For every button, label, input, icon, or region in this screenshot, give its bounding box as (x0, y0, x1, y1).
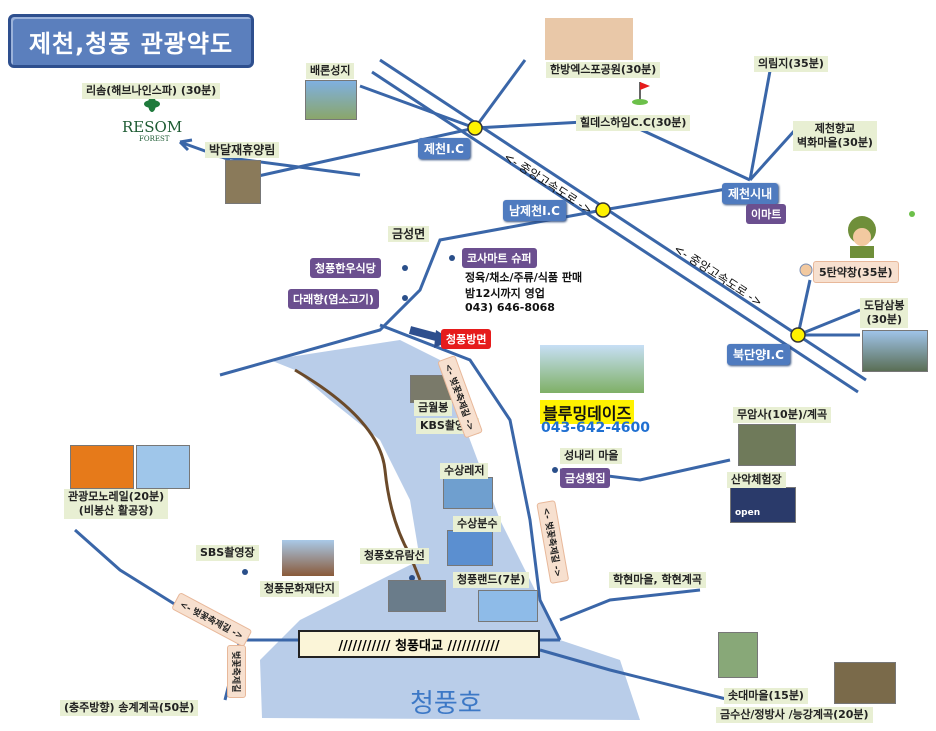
bluemingdays-name: 블루밍데이즈 (540, 400, 635, 424)
label-sanak: 산악체험장 (727, 472, 786, 488)
label-cheongpungland: 청풍랜드(7분) (453, 572, 530, 588)
label-darae: 다래향(염소고기) (288, 289, 379, 309)
ic-namjecheon: 남제천I.C (503, 200, 566, 221)
label-geumsusan: 금수산/정방사 /능강계곡(20분) (716, 707, 873, 723)
label-hillde: 힐데스하임C.C(30분) (576, 115, 691, 131)
label-expo: 한방엑스포공원(30분) (546, 62, 661, 78)
bluemingdays-photo (540, 345, 644, 393)
label-resom: 리솜(해브나인스파) (30분) (82, 83, 221, 99)
sanak-photo: open (730, 487, 796, 523)
label-muam: 무암사(10분)/계곡 (733, 407, 832, 423)
kosa-info-1: 정육/채소/주류/식품 판매 (465, 271, 583, 284)
label-bakdal: 박달재휴양림 (205, 142, 280, 158)
cruise-photo (388, 580, 446, 612)
resom-leaf-icon (144, 96, 160, 112)
paraglider-photo (136, 445, 190, 489)
label-sodae: 솟대마을(15분) (724, 688, 808, 704)
kosa-info-2: 밤12시까지 영업 (465, 287, 545, 300)
label-cheongpung-direction: 청풍방면 (441, 329, 492, 349)
interchange-dots (467, 120, 806, 343)
label-hakhyeon: 학현마을, 학현계곡 (609, 572, 706, 588)
label-hanwoo: 청풍한우식당 (310, 258, 381, 278)
expressway (371, 58, 867, 394)
cheongpungland-photo (478, 590, 538, 622)
geumsusan-photo (834, 662, 896, 704)
label-geumwol: 금월봉 (414, 400, 453, 416)
ic-bukdanyang: 북단양I.C (727, 344, 790, 365)
label-fountain: 수상분수 (453, 516, 502, 532)
sanak-sign-text: open (735, 508, 761, 518)
fountain-photo (447, 530, 493, 566)
mountain-trail (294, 368, 422, 581)
golf-flag-icon (632, 82, 650, 105)
label-songgye: (충주방향) 송계계곡(50분) (60, 700, 199, 716)
poi-dots (242, 255, 558, 581)
dodam-photo (862, 330, 928, 372)
label-ddanyak: 5탄약창(35분) (813, 261, 899, 283)
label-jecheon-city: 제천시내 (722, 183, 779, 204)
bakdal-statue-photo (225, 160, 261, 204)
cheongpung-bridge: /////////// 청풍대교 /////////// (298, 630, 540, 658)
label-baeron: 배론성지 (306, 63, 355, 79)
soldier-mascot-icon (848, 211, 915, 258)
resom-logo-text: RESOM (122, 118, 183, 136)
label-sbs: SBS촬영장 (196, 545, 259, 561)
bluemingdays-phone: 043-642-4600 (541, 420, 651, 436)
lake-name: 청풍호 (410, 689, 482, 719)
muam-photo (738, 424, 796, 466)
kosa-info-3: 043) 646-8068 (465, 301, 555, 314)
label-emart: 이마트 (746, 204, 787, 224)
label-monorail: 관광모노레일(20분) (비봉산 활공장) (64, 489, 169, 519)
label-seongnae: 성내리 마을 (560, 448, 623, 464)
page-title: 제천,청풍 관광약도 (8, 14, 254, 68)
arrow-icon (408, 326, 442, 342)
label-cruise: 청풍호유람선 (360, 548, 429, 564)
label-kosa: 코사마트 슈퍼 (462, 248, 537, 268)
expo-mascots-image (545, 18, 633, 60)
label-leisure: 수상레저 (440, 463, 489, 479)
resom-sub-text: FOREST (139, 135, 170, 143)
label-hyanggyo: 제천향교 벽화마을(30분) (793, 121, 877, 151)
label-uirim: 의림지(35분) (754, 56, 828, 72)
blossom-label-4: 벚꽃축제길 (227, 645, 246, 699)
landmark-pin-icon (799, 263, 813, 277)
sodae-photo (718, 632, 758, 678)
ic-jecheon: 제천I.C (418, 138, 470, 159)
monorail-photo (70, 445, 134, 489)
baeron-photo (305, 80, 357, 120)
label-geumseong: 금성면 (388, 226, 430, 242)
leisure-photo (443, 477, 493, 509)
label-geumseong-hwet: 금성횟집 (560, 468, 611, 488)
culture-photo (282, 540, 334, 576)
label-dodam: 도담삼봉 (30분) (860, 298, 909, 328)
label-culture: 청풍문화재단지 (260, 581, 339, 597)
